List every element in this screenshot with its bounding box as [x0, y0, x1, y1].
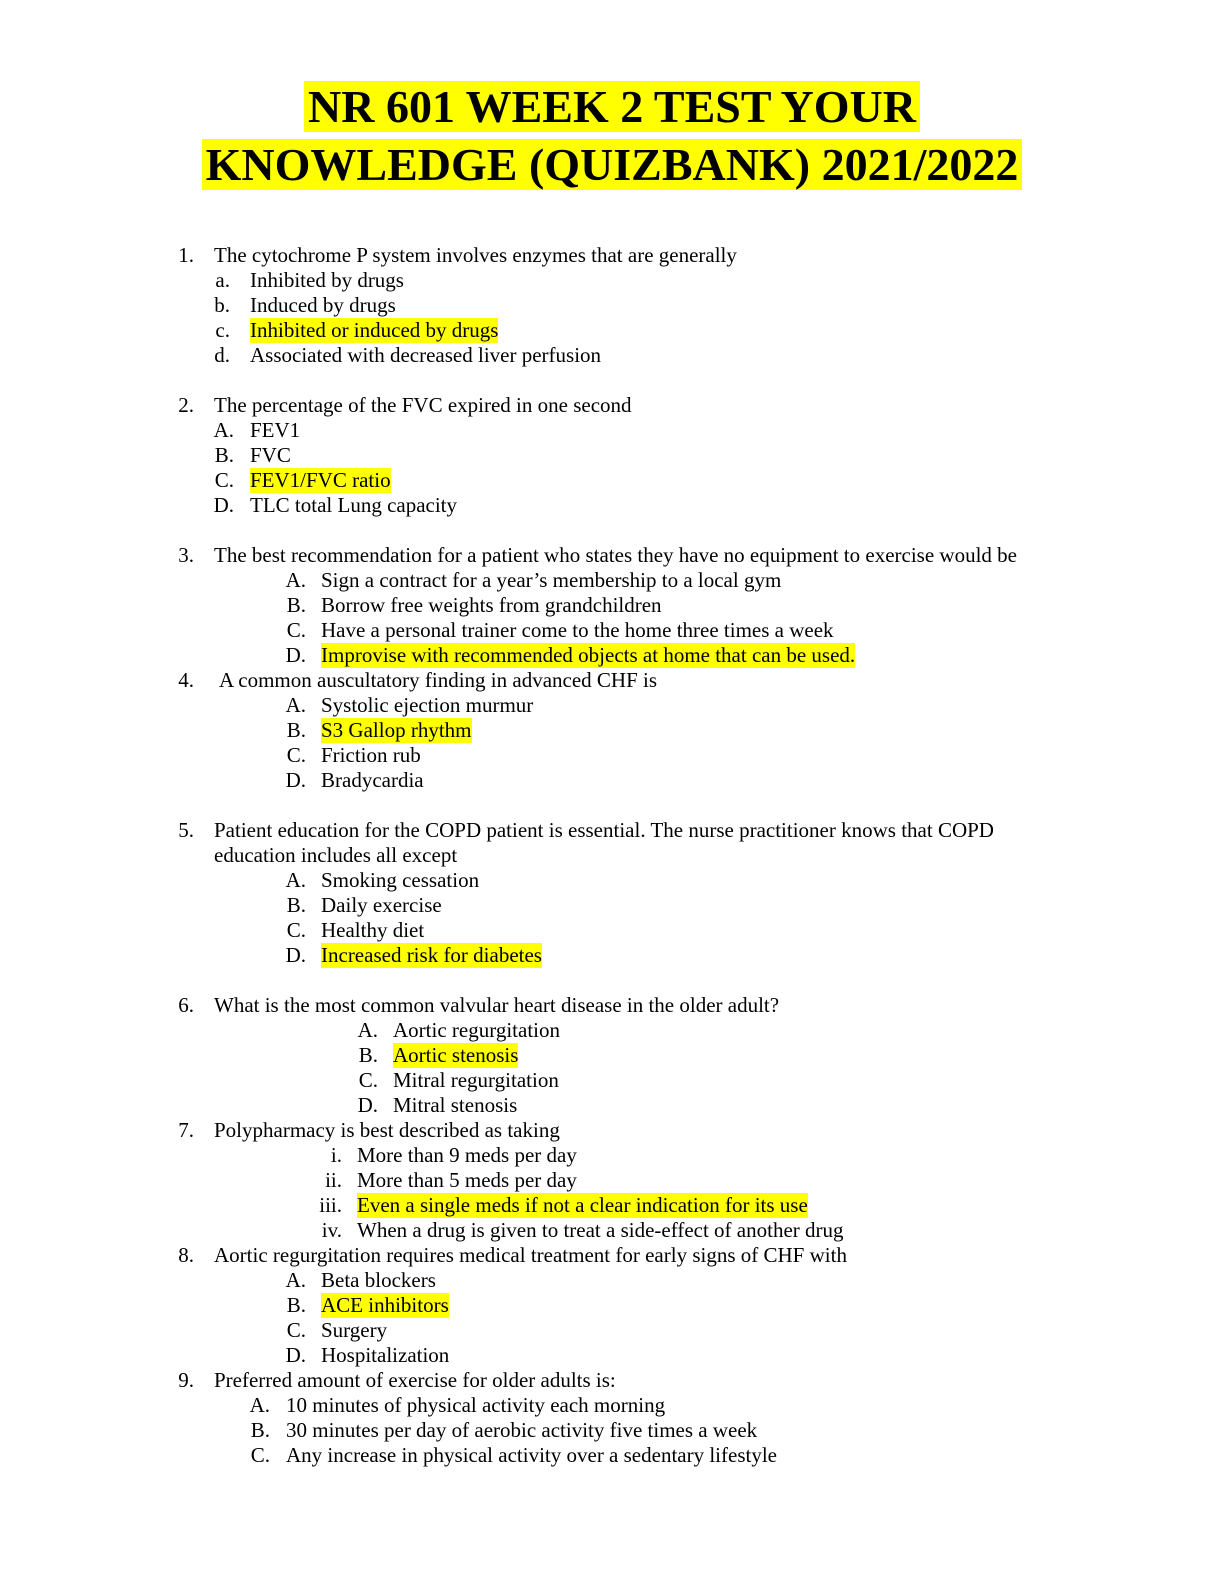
option-text: Systolic ejection murmur — [321, 693, 534, 717]
question-number: 5. — [178, 818, 194, 842]
option-label: C. — [358, 1068, 378, 1092]
question-text: Patient education for the COPD patient i… — [214, 818, 994, 842]
option-label: ii. — [325, 1168, 342, 1192]
option-label: C. — [286, 618, 306, 642]
option-text: FVC — [250, 443, 291, 467]
option-text: More than 5 meds per day — [357, 1168, 577, 1192]
question-number: 9. — [178, 1368, 194, 1392]
option-text: Associated with decreased liver perfusio… — [250, 343, 602, 367]
question-text: What is the most common valvular heart d… — [214, 993, 780, 1017]
option-text: Daily exercise — [321, 893, 442, 917]
highlighted-answer: Inhibited or induced by drugs — [250, 318, 499, 343]
question-number: 6. — [178, 993, 194, 1017]
option-text: Have a personal trainer come to the home… — [321, 618, 834, 642]
option-label: A. — [249, 1393, 270, 1417]
option-text: Borrow free weights from grandchildren — [321, 593, 662, 617]
highlighted-answer: Increased risk for diabetes — [321, 943, 542, 968]
option-label: D. — [285, 943, 306, 967]
option-text: Aortic regurgitation — [393, 1018, 560, 1042]
option-text: Bradycardia — [321, 768, 424, 792]
option-label: iii. — [319, 1193, 342, 1217]
option-text: Surgery — [321, 1318, 388, 1342]
option-label: B. — [214, 443, 234, 467]
question-text: Preferred amount of exercise for older a… — [214, 1368, 616, 1392]
option-label: a. — [215, 268, 230, 292]
option-label: A. — [285, 868, 306, 892]
option-label: c. — [215, 318, 230, 342]
option-label: b. — [214, 293, 230, 317]
option-label: A. — [357, 1018, 378, 1042]
question-number: 8. — [178, 1243, 194, 1267]
highlighted-answer: Even a single meds if not a clear indica… — [357, 1193, 808, 1218]
option-text: Mitral regurgitation — [393, 1068, 559, 1092]
option-label: D. — [357, 1093, 378, 1117]
option-text: Induced by drugs — [250, 293, 396, 317]
option-label: B. — [358, 1043, 378, 1067]
option-label: C. — [286, 1318, 306, 1342]
option-label: B. — [286, 718, 306, 742]
highlighted-answer: ACE inhibitors — [321, 1293, 449, 1318]
highlighted-answer: Improvise with recommended objects at ho… — [321, 643, 856, 668]
option-text: Any increase in physical activity over a… — [286, 1443, 777, 1467]
option-label: D. — [285, 643, 306, 667]
option-text: Hospitalization — [321, 1343, 450, 1367]
option-text: Healthy diet — [321, 918, 425, 942]
option-label: A. — [285, 568, 306, 592]
option-text: FEV1 — [250, 418, 301, 442]
option-text: Friction rub — [321, 743, 421, 767]
option-text: 10 minutes of physical activity each mor… — [286, 1393, 666, 1417]
option-label: D. — [285, 768, 306, 792]
question-text: The best recommendation for a patient wh… — [214, 543, 1017, 567]
option-label: iv. — [321, 1218, 342, 1242]
question-number: 1. — [178, 243, 194, 267]
option-text: 30 minutes per day of aerobic activity f… — [286, 1418, 758, 1442]
page-title: NR 601 WEEK 2 TEST YOUR KNOWLEDGE (QUIZB… — [0, 78, 1224, 194]
question-number: 4. — [178, 668, 194, 692]
question-text: A common auscultatory finding in advance… — [219, 668, 658, 692]
highlighted-answer: S3 Gallop rhythm — [321, 718, 472, 743]
option-label: A. — [213, 418, 234, 442]
option-label: d. — [214, 343, 230, 367]
option-label: C. — [286, 918, 306, 942]
option-label: C. — [250, 1443, 270, 1467]
question-text: The cytochrome P system involves enzymes… — [214, 243, 737, 267]
option-text: Inhibited by drugs — [250, 268, 404, 292]
question-number: 7. — [178, 1118, 194, 1142]
option-label: D. — [213, 493, 234, 517]
option-text: Mitral stenosis — [393, 1093, 518, 1117]
title-line-1: NR 601 WEEK 2 TEST YOUR — [304, 81, 920, 132]
option-text: Beta blockers — [321, 1268, 436, 1292]
option-label: i. — [330, 1143, 342, 1167]
option-label: C. — [286, 743, 306, 767]
option-label: B. — [286, 893, 306, 917]
question-number: 3. — [178, 543, 194, 567]
option-label: B. — [286, 593, 306, 617]
question-number: 2. — [178, 393, 194, 417]
option-label: D. — [285, 1343, 306, 1367]
option-label: B. — [286, 1293, 306, 1317]
option-text: When a drug is given to treat a side-eff… — [357, 1218, 844, 1242]
option-text: TLC total Lung capacity — [250, 493, 458, 517]
highlighted-answer: FEV1/FVC ratio — [250, 468, 391, 493]
option-text: More than 9 meds per day — [357, 1143, 577, 1167]
question-text-continued: education includes all except — [214, 843, 458, 867]
title-line-2: KNOWLEDGE (QUIZBANK) 2021/2022 — [201, 139, 1023, 190]
option-label: C. — [214, 468, 234, 492]
question-text: Aortic regurgitation requires medical tr… — [214, 1243, 847, 1267]
option-text: Smoking cessation — [321, 868, 480, 892]
option-text: Sign a contract for a year’s membership … — [321, 568, 782, 592]
option-label: A. — [285, 1268, 306, 1292]
option-label: A. — [285, 693, 306, 717]
question-text: Polypharmacy is best described as taking — [214, 1118, 560, 1142]
option-label: B. — [250, 1418, 270, 1442]
question-text: The percentage of the FVC expired in one… — [214, 393, 632, 417]
highlighted-answer: Aortic stenosis — [393, 1043, 519, 1068]
